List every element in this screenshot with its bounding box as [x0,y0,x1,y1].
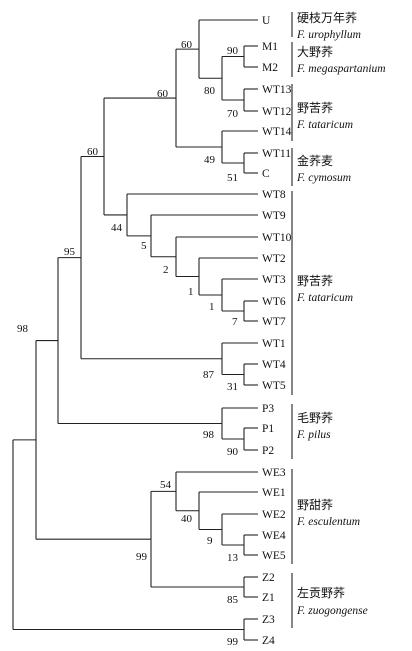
tip-label-c: C [262,168,270,180]
group-latin-esculentum: F. esculentum [296,516,360,528]
group-name-pilus: 毛野荞 [297,411,333,425]
bootstrap-value: 90 [227,45,239,57]
bootstrap-value: 1 [209,301,215,313]
tip-label-wt4: WT4 [262,359,286,371]
group-latin-tataricum-2: F. tataricum [296,292,353,304]
bootstrap-value: 98 [203,429,215,441]
tip-label-p1: P1 [262,423,274,435]
group-name-cymosum: 金荞麦 [297,153,333,168]
tip-label-wt7: WT7 [262,316,286,328]
tip-label-wt14: WT14 [262,126,292,138]
bootstrap-value: 7 [232,316,238,328]
tip-label-p2: P2 [262,445,274,457]
tip-label-wt5: WT5 [262,380,286,392]
bootstrap-value: 13 [227,552,239,564]
tip-label-z2: Z2 [262,572,275,584]
tip-label-we2: WE2 [262,509,286,521]
bootstrap-value: 51 [227,172,238,184]
tip-label-u: U [262,15,271,27]
tip-label-we1: WE1 [262,487,286,499]
group-latin-cymosum: F. cymosum [296,172,351,184]
tip-label-we3: WE3 [262,467,286,479]
tip-label-wt11: WT11 [262,148,291,160]
tip-label-wt13: WT13 [262,84,292,96]
group-name-esculentum: 野甜荞 [297,498,333,512]
tip-label-we5: WE5 [262,550,286,562]
tip-label-m2: M2 [262,62,278,74]
group-name-megaspartanium: 大野荞 [297,45,333,59]
group-name-urophyllum: 硬枝万年荞 [297,10,357,25]
tip-label-m1: M1 [262,41,278,53]
bootstrap-value: 99 [136,551,148,563]
group-latin-zuogongense: F. zuogongense [296,605,368,617]
bootstrap-value: 5 [141,240,147,252]
bootstrap-value: 40 [181,513,193,525]
bootstrap-value: 9 [207,535,213,547]
group-name-tataricum-1: 野苦荞 [297,101,333,115]
bootstrap-value: 2 [163,264,169,276]
group-latin-tataricum-1: F. tataricum [296,119,353,131]
tree-branches [12,19,258,641]
bootstrap-values: 60 90 80 70 60 49 51 60 44 5 2 1 1 7 87 … [17,39,239,648]
group-labels: 硬枝万年荞 F. urophyllum 大野荞 F. megaspartaniu… [296,10,386,617]
tip-label-wt10: WT10 [262,232,292,244]
tip-label-z1: Z1 [262,592,275,604]
bootstrap-value: 31 [227,381,238,393]
group-latin-megaspartanium: F. megaspartanium [296,63,386,75]
bootstrap-value: 99 [227,636,239,648]
bootstrap-value: 1 [188,286,194,298]
tip-label-wt1: WT1 [262,338,286,350]
bootstrap-value: 44 [111,222,123,234]
bootstrap-value: 60 [87,146,99,158]
group-latin-urophyllum: F. urophyllum [296,29,361,41]
tip-label-p3: P3 [262,403,274,415]
bootstrap-value: 80 [204,85,216,97]
bootstrap-value: 60 [157,88,169,100]
tip-label-z4: Z4 [262,635,275,647]
bootstrap-value: 85 [227,594,239,606]
group-name-zuogongense: 左贡野荞 [297,585,345,600]
tip-label-wt8: WT8 [262,189,286,201]
bootstrap-value: 70 [227,108,239,120]
tip-label-we4: WE4 [262,530,286,542]
tip-labels: U M1 M2 WT13 WT12 WT14 WT11 C WT8 WT9 WT… [262,15,292,647]
bootstrap-value: 54 [160,479,172,491]
tip-label-wt3: WT3 [262,274,286,286]
bootstrap-value: 90 [227,446,239,458]
tip-label-z3: Z3 [262,614,275,626]
tip-label-wt12: WT12 [262,106,292,118]
tip-label-wt6: WT6 [262,296,286,308]
bootstrap-value: 87 [203,369,215,381]
bootstrap-value: 60 [181,39,193,51]
group-latin-pilus: F. pilus [296,429,331,441]
group-name-tataricum-2: 野苦荞 [297,274,333,288]
tip-label-wt9: WT9 [262,210,286,222]
bootstrap-value: 95 [64,246,76,258]
bootstrap-value: 98 [17,323,29,335]
bootstrap-value: 49 [204,154,216,166]
tip-label-wt2: WT2 [262,253,286,265]
